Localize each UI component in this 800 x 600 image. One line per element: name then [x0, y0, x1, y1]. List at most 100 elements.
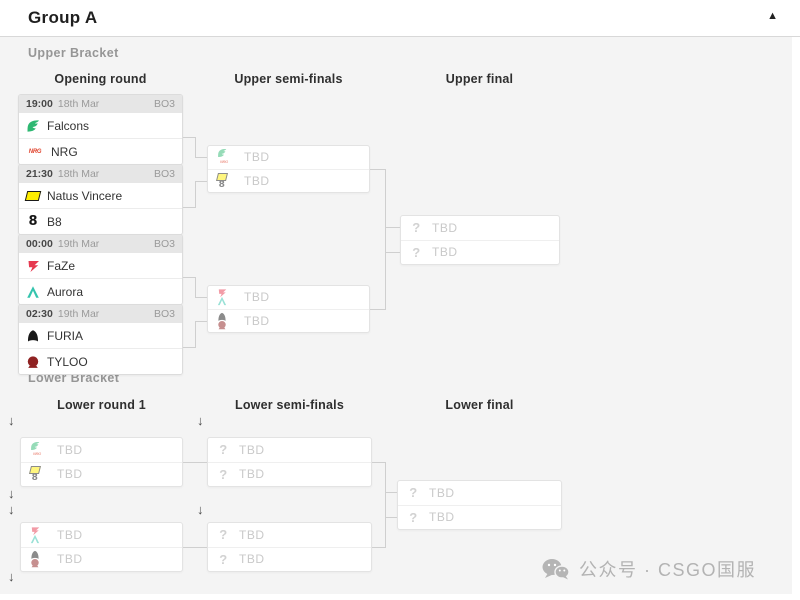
faze-icon [30, 526, 40, 536]
aurora-icon [26, 285, 40, 299]
tbd-label: TBD [239, 527, 265, 542]
tbd-slot: TBD [21, 523, 182, 547]
tbd-label: TBD [57, 442, 83, 457]
b8-icon: 8 [31, 473, 39, 484]
tbd-slot: ?TBD [208, 523, 371, 547]
team-row[interactable]: Natus Vincere [19, 183, 182, 208]
drop-to-lower-arrow-icon: ↓ [8, 569, 15, 584]
drop-to-lower-arrow-icon: ↓ [197, 413, 204, 428]
team-name: Aurora [47, 284, 84, 299]
team-row[interactable]: Falcons [19, 113, 182, 138]
tbd-label: TBD [239, 552, 265, 567]
bracket-connector-line [183, 207, 195, 208]
faze-icon [26, 259, 40, 273]
team-name: FaZe [47, 258, 76, 273]
tbd-slot: TBD [21, 546, 182, 572]
bracket-connector-line [385, 517, 397, 518]
question-icon: ? [412, 244, 421, 260]
nrg-icon: NRG [28, 148, 42, 155]
team-row[interactable]: Aurora [19, 278, 182, 304]
b8-icon: 8 [28, 214, 38, 229]
nrg-icon: NRG [33, 451, 41, 457]
team-row[interactable]: FaZe [19, 253, 182, 278]
column-header-lower-semi-finals: Lower semi-finals [235, 398, 344, 412]
bracket-connector-line [385, 169, 386, 310]
column-header-lower-final: Lower final [445, 398, 514, 412]
column-header-opening-round: Opening round [54, 72, 147, 86]
falcons-icon [30, 441, 40, 451]
team-row[interactable]: NRG NRG [19, 138, 182, 164]
tbd-slot: ?TBD [208, 461, 371, 487]
bracket-connector-line [195, 181, 207, 182]
tbd-label: TBD [57, 527, 83, 542]
team-name: NRG [51, 144, 78, 159]
question-icon: ? [219, 551, 228, 567]
possible-teams-icon-stack [30, 527, 48, 543]
tbd-label: TBD [244, 173, 270, 188]
bracket-connector-line [195, 321, 196, 348]
match-date: 18th Mar [57, 168, 100, 180]
team-row[interactable]: 8 B8 [19, 208, 182, 234]
nrg-icon: NRG [220, 158, 228, 164]
bracket-connector-line [385, 252, 400, 253]
bracket-connector-line [195, 277, 196, 298]
lower-semi-final-1: ?TBD?TBD [207, 437, 372, 487]
tbd-label: TBD [239, 467, 265, 482]
bracket-connector-line [370, 309, 385, 310]
team-name: FURIA [47, 328, 83, 343]
tbd-slot: 8 TBD [208, 168, 369, 193]
bracket-connector-line [195, 157, 207, 158]
group-header: Group A ▲ [0, 0, 800, 37]
upper-bracket-label: Upper Bracket [28, 46, 119, 60]
question-icon: ? [409, 509, 418, 525]
navi-icon [216, 172, 228, 182]
bracket-connector-line [385, 227, 400, 228]
drop-to-lower-arrow-icon: ↓ [8, 486, 15, 501]
b8-icon: 8 [218, 179, 226, 190]
team-name: TYLOO [47, 354, 88, 369]
tbd-label: TBD [57, 467, 83, 482]
match-time: 00:00 [26, 238, 53, 250]
column-header-upper-semi-finals: Upper semi-finals [234, 72, 343, 86]
match-format-badge: BO3 [153, 98, 175, 110]
tbd-slot: TBD [208, 286, 369, 309]
possible-teams-icon-stack: 8 [216, 172, 235, 190]
collapse-group-button chevron-up-icon[interactable]: ▲ [767, 10, 778, 22]
tbd-slot: ? TBD [398, 504, 561, 530]
watermark: 公众号 · CSGO国服 [540, 556, 756, 582]
tyloo-icon [30, 558, 40, 568]
upper-semi-final-1: NRG TBD 8 TBD [207, 145, 370, 193]
upper-final: ?TBD?TBD [400, 215, 560, 265]
drop-to-lower-arrow-icon: ↓ [8, 502, 15, 517]
bracket-connector-line [372, 547, 385, 548]
tbd-label: TBD [244, 150, 270, 165]
tbd-label: TBD [432, 220, 458, 235]
tbd-slot: NRG TBD [21, 438, 182, 462]
wechat-icon [540, 557, 570, 581]
bracket-connector-line [183, 347, 195, 348]
team-row[interactable]: FURIA [19, 323, 182, 348]
lower-semi-final-2: ?TBD?TBD [207, 522, 372, 572]
bracket-connector-line [195, 321, 207, 322]
tbd-label: TBD [432, 245, 458, 260]
lower-final: ? TBD? TBD [397, 480, 562, 530]
furia-icon [217, 312, 227, 322]
team-name: Falcons [47, 118, 90, 133]
tbd-slot: ?TBD [401, 216, 559, 240]
column-header-lower-round-1: Lower round 1 [57, 398, 146, 412]
tbd-label: TBD [429, 510, 455, 525]
team-row[interactable]: TYLOO [19, 348, 182, 374]
tbd-slot: ?TBD [208, 438, 371, 462]
team-name: B8 [47, 214, 62, 229]
tbd-slot: 8 TBD [21, 461, 182, 487]
bracket-connector-line [183, 137, 195, 138]
bracket-connector-line [385, 492, 397, 493]
team-name: Natus Vincere [47, 188, 123, 203]
